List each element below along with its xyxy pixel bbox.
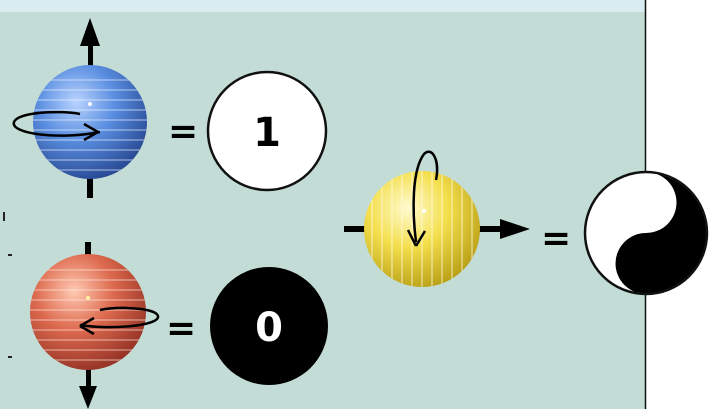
spin-axis-left (344, 226, 368, 232)
red-sphere (30, 254, 146, 370)
spin-axis-right (478, 226, 502, 232)
equals-sign: = (541, 218, 571, 259)
equals-sign: = (166, 308, 196, 349)
edge-mark (8, 254, 12, 256)
result-one: 1 (206, 70, 328, 192)
spin-axis-top (88, 44, 93, 70)
spin-axis-bottom (86, 368, 91, 388)
rotation-arrow (412, 150, 439, 243)
blue-sphere (33, 65, 147, 179)
rotation-arrow (79, 306, 160, 329)
yin-yang-result: 0 1 (583, 170, 709, 296)
black-circle (210, 267, 328, 385)
yellow-sphere (364, 171, 480, 287)
result-zero: 0 (210, 267, 328, 385)
spin-axis-bottom (87, 176, 93, 198)
bit-label-0: 0 (255, 305, 283, 351)
bit-label-1: 1 (253, 110, 281, 156)
edge-mark (3, 212, 5, 221)
white-circle (206, 70, 328, 192)
right-arrow-head (500, 219, 530, 239)
edge-mark (8, 356, 12, 358)
rotation-arrow (12, 110, 101, 137)
equals-sign: = (168, 111, 198, 152)
yin-yang-label-1: 1 (636, 245, 660, 285)
up-arrow-head (80, 18, 100, 46)
down-arrow-head (79, 386, 97, 409)
spin-down-particle (30, 242, 160, 409)
top-band (0, 0, 711, 14)
yin-yang-label-0: 0 (636, 185, 660, 225)
yin-yang-dark-half (615, 172, 707, 294)
